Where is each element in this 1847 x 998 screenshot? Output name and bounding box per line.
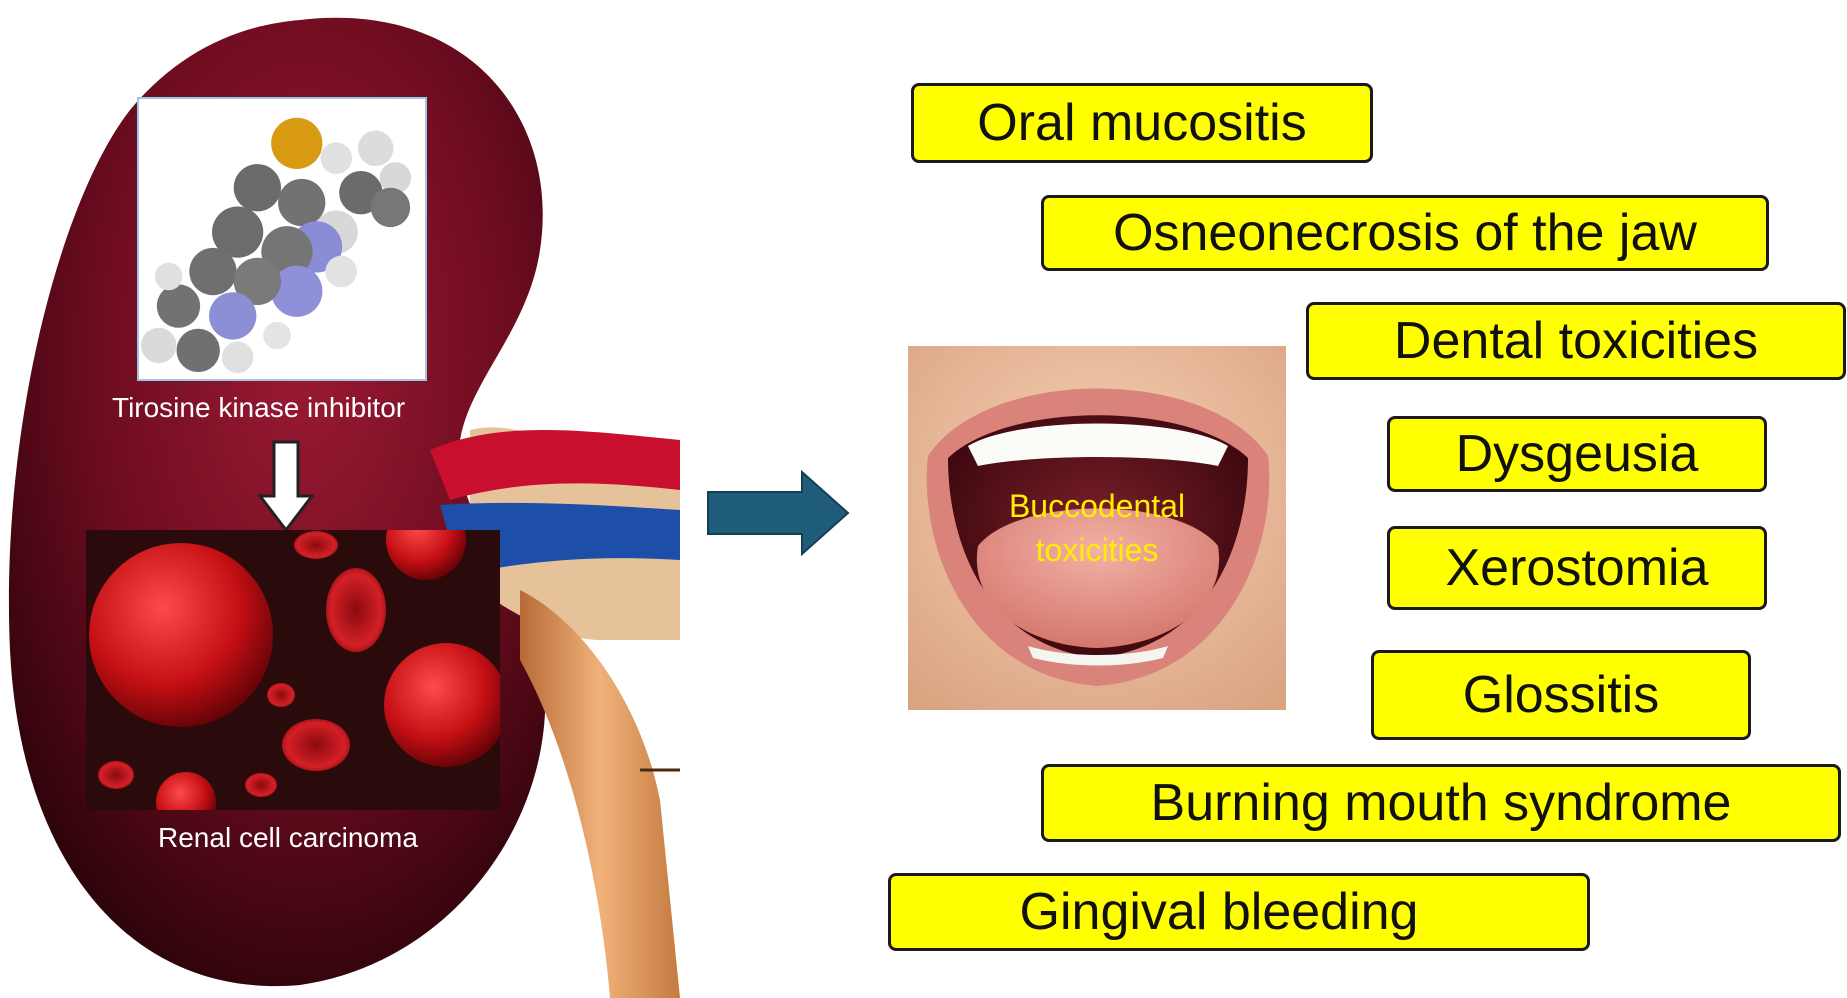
mouth-label: Buccodental toxicities <box>908 484 1286 572</box>
toxicity-label: Oral mucositis <box>977 94 1307 152</box>
toxicity-box-glossitis: Glossitis <box>1371 650 1751 740</box>
right-arrow-icon <box>707 470 850 556</box>
molecule-caption: Tirosine kinase inhibitor <box>112 392 406 423</box>
molecule-image <box>137 97 427 381</box>
down-arrow-icon <box>258 440 314 532</box>
toxicity-box-xerostomia: Xerostomia <box>1387 526 1767 610</box>
cells-caption: Renal cell carcinoma <box>158 822 418 853</box>
toxicity-box-burning-mouth: Burning mouth syndrome <box>1041 764 1841 842</box>
cancer-cells-image <box>86 530 500 810</box>
mouth-image <box>908 346 1286 710</box>
mouth-label-line2: toxicities <box>1035 532 1159 568</box>
toxicity-label: Burning mouth syndrome <box>1150 774 1732 832</box>
toxicity-box-gingival-bleeding: Gingival bleeding <box>888 873 1590 951</box>
toxicity-label: Dysgeusia <box>1455 425 1699 483</box>
toxicity-box-osteonecrosis: Osneonecrosis of the jaw <box>1041 195 1769 271</box>
toxicity-label: Gingival bleeding <box>1019 883 1419 941</box>
toxicity-box-dysgeusia: Dysgeusia <box>1387 416 1767 492</box>
mouth-label-line1: Buccodental <box>1008 488 1186 524</box>
toxicity-box-oral-mucositis: Oral mucositis <box>911 83 1373 163</box>
toxicity-box-dental-toxicities: Dental toxicities <box>1306 302 1846 380</box>
toxicity-label: Xerostomia <box>1445 539 1709 597</box>
toxicity-label: Dental toxicities <box>1393 312 1759 370</box>
toxicity-label: Osneonecrosis of the jaw <box>1113 204 1697 262</box>
toxicity-label: Glossitis <box>1462 666 1660 724</box>
